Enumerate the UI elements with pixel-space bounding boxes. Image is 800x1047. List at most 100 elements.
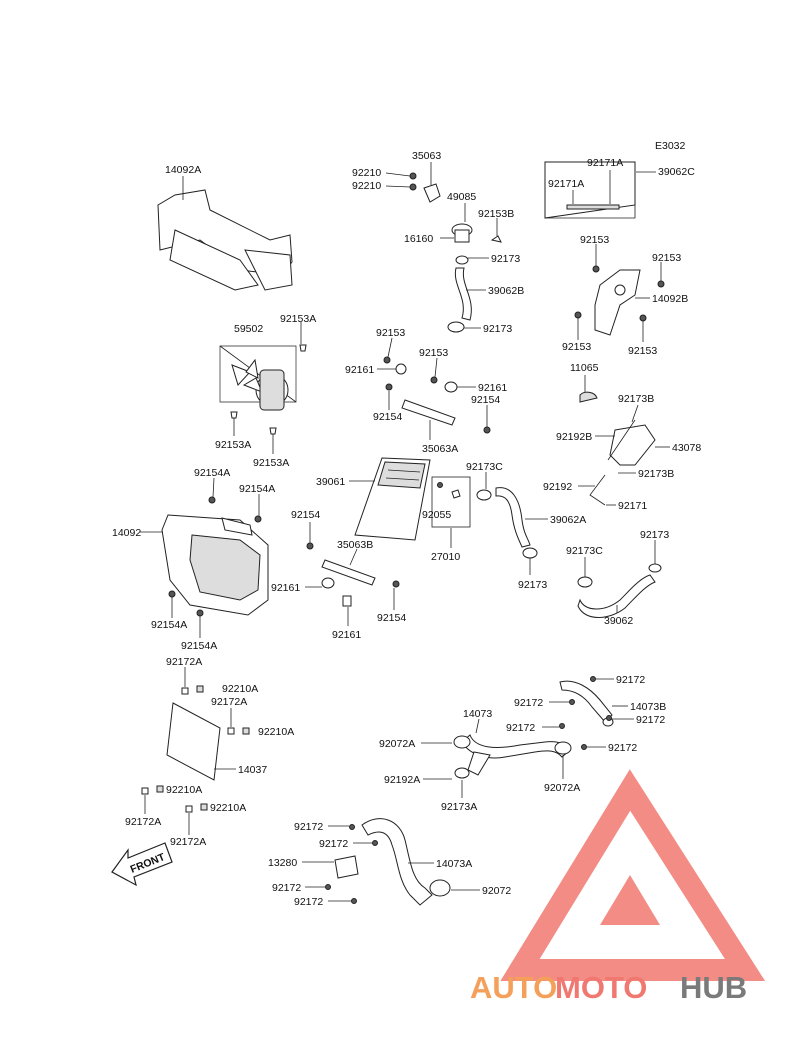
label-39062B: 39062B (488, 285, 524, 297)
label-92171A: 92171A (587, 157, 623, 169)
label-14092B: 14092B (652, 293, 688, 305)
part-intake-14073A (302, 818, 480, 906)
label-92153: 92153 (580, 234, 609, 246)
label-92173A: 92173A (441, 801, 477, 813)
label-92172A: 92172A (170, 836, 206, 848)
label-35063A: 35063A (422, 443, 458, 455)
label-92173B: 92173B (618, 393, 654, 405)
label-92210A: 92210A (258, 726, 294, 738)
part-14092-shroud (140, 477, 269, 638)
label-92072A: 92072A (379, 738, 415, 750)
part-intake-14073 (421, 676, 634, 798)
label-92153B: 92153B (478, 208, 514, 220)
label-92172: 92172 (294, 896, 323, 908)
part-35063B-bracket (305, 522, 400, 626)
label-92154A: 92154A (239, 483, 275, 495)
label-92153: 92153 (419, 347, 448, 359)
label-92210A: 92210A (210, 802, 246, 814)
label-92153: 92153 (562, 341, 591, 353)
label-14092A: 14092A (165, 164, 201, 176)
label-59502: 59502 (234, 323, 263, 335)
label-92171: 92171 (618, 500, 647, 512)
label-92161: 92161 (332, 629, 361, 641)
part-35063A-bracket (377, 337, 491, 440)
part-27010-box (431, 476, 471, 548)
label-92192A: 92192A (384, 774, 420, 786)
label-35063: 35063 (412, 150, 441, 162)
watermark-moto: MOTO (555, 970, 647, 1005)
part-14037-panel (141, 667, 250, 835)
part-35063-group (385, 162, 441, 203)
part-fan-59502 (219, 322, 307, 454)
label-39062C: 39062C (658, 166, 695, 178)
label-92161: 92161 (271, 582, 300, 594)
label-14073B: 14073B (630, 701, 666, 713)
label-35063B: 35063B (337, 539, 373, 551)
label-92154A: 92154A (181, 640, 217, 652)
label-92153A: 92153A (253, 457, 289, 469)
label-92172: 92172 (616, 674, 645, 686)
part-hose-39062A (476, 472, 548, 575)
label-92154: 92154 (373, 411, 402, 423)
diagram-code: E3032 (655, 140, 686, 152)
label-92161: 92161 (345, 364, 374, 376)
label-92072: 92072 (482, 885, 511, 897)
label-92172A: 92172A (166, 656, 202, 668)
part-hose-39062B (447, 255, 489, 333)
label-92154A: 92154A (194, 467, 230, 479)
label-92172: 92172 (272, 882, 301, 894)
label-92172: 92172 (608, 742, 637, 754)
label-92154: 92154 (377, 612, 406, 624)
label-13280: 13280 (268, 857, 297, 869)
label-39062A: 39062A (550, 514, 586, 526)
label-92173C: 92173C (566, 545, 603, 557)
label-92173: 92173 (518, 579, 547, 591)
label-16160: 16160 (404, 233, 433, 245)
label-92172A: 92172A (125, 816, 161, 828)
watermark-auto: AUTO (470, 970, 557, 1005)
label-92172: 92172 (319, 838, 348, 850)
label-92154A: 92154A (151, 619, 187, 631)
label-92172: 92172 (294, 821, 323, 833)
label-11065: 11065 (570, 362, 599, 374)
label-92153: 92153 (628, 345, 657, 357)
label-43078: 43078 (672, 442, 701, 454)
label-92192B: 92192B (556, 431, 592, 443)
label-92210A: 92210A (166, 784, 202, 796)
part-14092B-bracket (574, 244, 665, 342)
label-92210: 92210 (352, 180, 381, 192)
label-92173: 92173 (640, 529, 669, 541)
label-92173B: 92173B (638, 468, 674, 480)
label-39062: 39062 (604, 615, 633, 627)
label-92173: 92173 (491, 253, 520, 265)
label-39061: 39061 (316, 476, 345, 488)
label-92153: 92153 (376, 327, 405, 339)
label-14092: 14092 (112, 527, 141, 539)
label-92192: 92192 (543, 481, 572, 493)
label-92153: 92153 (652, 252, 681, 264)
watermark-triangle-icon (500, 769, 766, 981)
label-14037: 14037 (238, 764, 267, 776)
part-hose-39062 (577, 540, 662, 618)
label-92172: 92172 (514, 697, 543, 709)
label-92161: 92161 (478, 382, 507, 394)
label-92153A: 92153A (280, 313, 316, 325)
label-92173C: 92173C (466, 461, 503, 473)
label-92172A: 92172A (211, 696, 247, 708)
label-92072A: 92072A (544, 782, 580, 794)
label-92173: 92173 (483, 323, 512, 335)
label-92171A: 92171A (548, 178, 584, 190)
label-92172: 92172 (636, 714, 665, 726)
label-49085: 49085 (447, 191, 476, 203)
front-arrow-icon: FRONT (111, 842, 173, 887)
label-14073A: 14073A (436, 858, 472, 870)
part-reservoir-cap (440, 203, 502, 243)
label-14073: 14073 (463, 708, 492, 720)
part-39062C-box (544, 161, 656, 219)
label-92154: 92154 (291, 509, 320, 521)
label-92055: 92055 (422, 509, 451, 521)
label-27010: 27010 (431, 551, 460, 563)
